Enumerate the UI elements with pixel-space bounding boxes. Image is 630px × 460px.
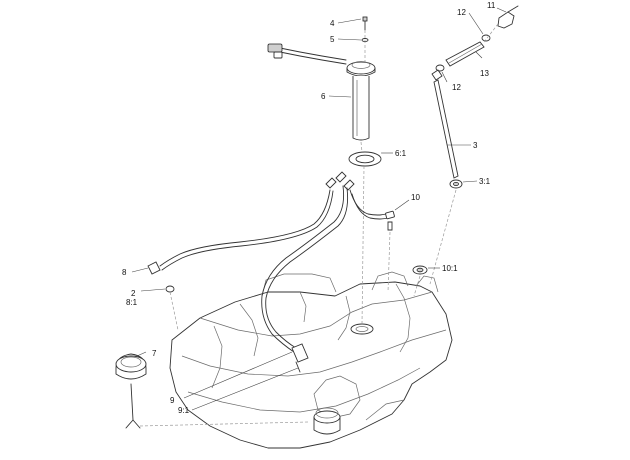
fuel-sender-assembly (267, 16, 376, 141)
leader-lines (131, 7, 507, 411)
callout-6: 6 (321, 92, 326, 101)
callout-11: 11 (487, 1, 496, 10)
sender-connector (267, 43, 283, 53)
callout-6-1: 6:1 (395, 149, 407, 158)
fuel-cap (115, 353, 309, 429)
callout-7: 7 (152, 349, 157, 358)
callout-8-1: 8:1 (126, 298, 138, 307)
callout-3-1: 3:1 (479, 177, 491, 186)
callout-2: 2 (131, 289, 136, 298)
callout-8: 8 (122, 268, 127, 277)
vent-assembly (429, 5, 519, 285)
callout-13: 13 (480, 69, 489, 78)
callout-9: 9 (170, 396, 175, 405)
callout-3: 3 (473, 141, 478, 150)
fuel-lines (147, 171, 428, 353)
callout-9-1: 9:1 (178, 406, 190, 415)
callout-5: 5 (330, 35, 335, 44)
callout-12-lower: 12 (452, 83, 461, 92)
sender-gasket (348, 151, 382, 167)
callout-10-1: 10:1 (442, 264, 458, 273)
fuel-tank (169, 271, 453, 449)
callout-10: 10 (411, 193, 420, 202)
callout-4: 4 (330, 19, 335, 28)
callout-labels: 4 5 6 6:1 11 12 13 12 3 3:1 10 10:1 8 2 … (122, 1, 496, 415)
fuel-filter (291, 343, 309, 373)
callout-12-top: 12 (457, 8, 466, 17)
